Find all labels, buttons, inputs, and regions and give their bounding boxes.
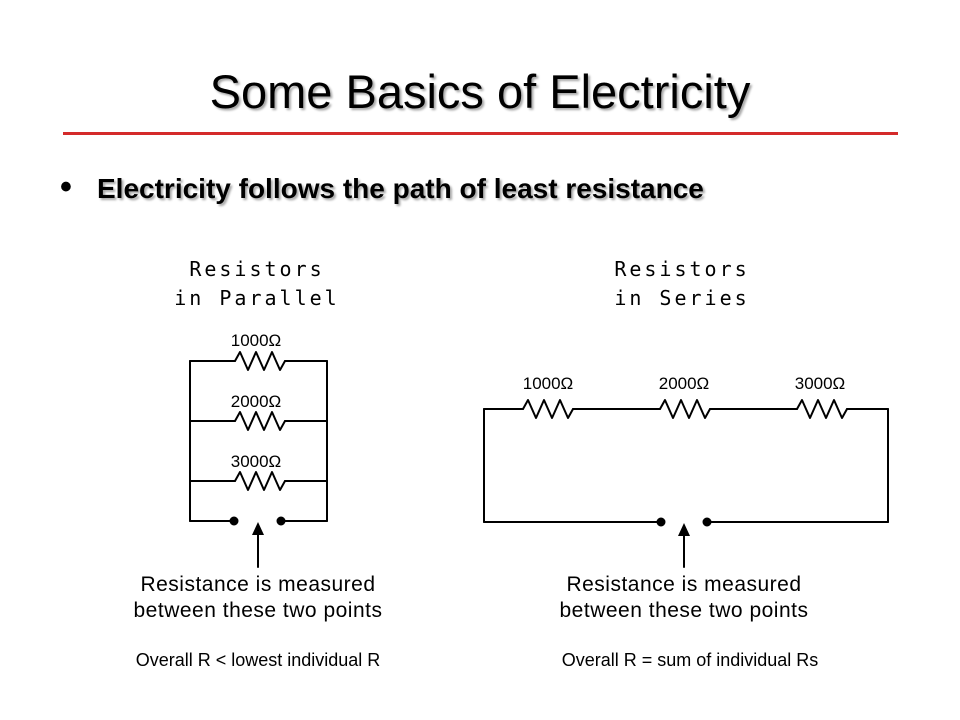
slide-title: Some Basics of Electricity xyxy=(209,65,751,118)
bullet-icon: • xyxy=(60,168,72,206)
parallel-caption-line1: Resistance is measured xyxy=(140,573,376,596)
series-resistor-2 xyxy=(659,399,711,419)
series-resistor-label-3: 3000Ω xyxy=(795,374,846,393)
series-resistor-1 xyxy=(522,399,574,419)
series-caption-line2: between these two points xyxy=(559,599,809,622)
parallel-circuit: Resistors in Parallel 1000Ω 2000Ω 3000Ω xyxy=(174,257,339,568)
parallel-terminal-right xyxy=(276,516,286,526)
series-resistor-label-1: 1000Ω xyxy=(523,374,574,393)
parallel-heading-line2: in Parallel xyxy=(174,286,339,310)
series-terminal-left xyxy=(656,517,666,527)
series-heading-line1: Resistors xyxy=(614,257,749,281)
series-caption: Resistance is measured between these two… xyxy=(524,572,844,624)
parallel-resistor-label-2: 2000Ω xyxy=(231,392,282,411)
parallel-resistor-label-1: 1000Ω xyxy=(231,331,282,350)
parallel-terminal-left xyxy=(229,516,239,526)
parallel-arrowhead xyxy=(252,522,264,535)
bullet-text: Electricity follows the path of least re… xyxy=(97,173,704,204)
parallel-caption: Resistance is measured between these two… xyxy=(98,572,418,624)
series-note: Overall R = sum of individual Rs xyxy=(561,650,819,670)
series-resistor-3 xyxy=(796,399,848,419)
title-divider xyxy=(63,132,898,135)
parallel-resistor-2 xyxy=(234,411,286,431)
series-arrowhead xyxy=(678,523,690,536)
parallel-heading-line1: Resistors xyxy=(189,257,324,281)
series-heading-line2: in Series xyxy=(614,286,749,310)
parallel-resistor-3 xyxy=(234,471,286,491)
parallel-note: Overall R < lowest individual R xyxy=(135,650,381,670)
series-terminal-right xyxy=(702,517,712,527)
series-resistor-label-2: 2000Ω xyxy=(659,374,710,393)
series-caption-line1: Resistance is measured xyxy=(566,573,802,596)
parallel-resistor-1 xyxy=(234,351,286,371)
series-circuit: Resistors in Series 1000Ω 2000Ω 3000Ω xyxy=(483,257,889,568)
parallel-caption-line2: between these two points xyxy=(133,599,383,622)
parallel-resistor-label-3: 3000Ω xyxy=(231,452,282,471)
